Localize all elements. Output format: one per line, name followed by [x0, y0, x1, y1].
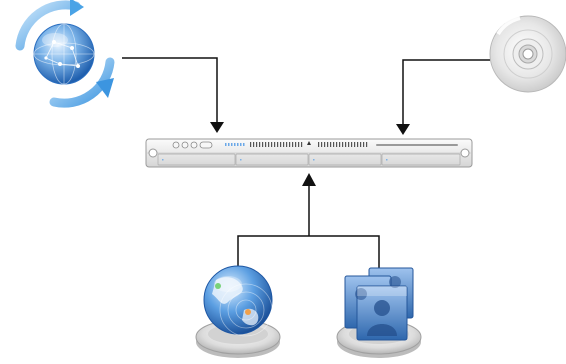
connector-software-update-to-server: [122, 57, 224, 133]
user-accounts-icon: [336, 267, 422, 358]
connector-clients-to-server: [237, 173, 380, 282]
optical-disc-icon: [489, 15, 566, 93]
rack-server-icon: [145, 138, 473, 168]
software-update-icon: [15, 0, 115, 108]
connector-disc-to-server: [396, 59, 490, 135]
network-globe-icon: [195, 265, 281, 358]
